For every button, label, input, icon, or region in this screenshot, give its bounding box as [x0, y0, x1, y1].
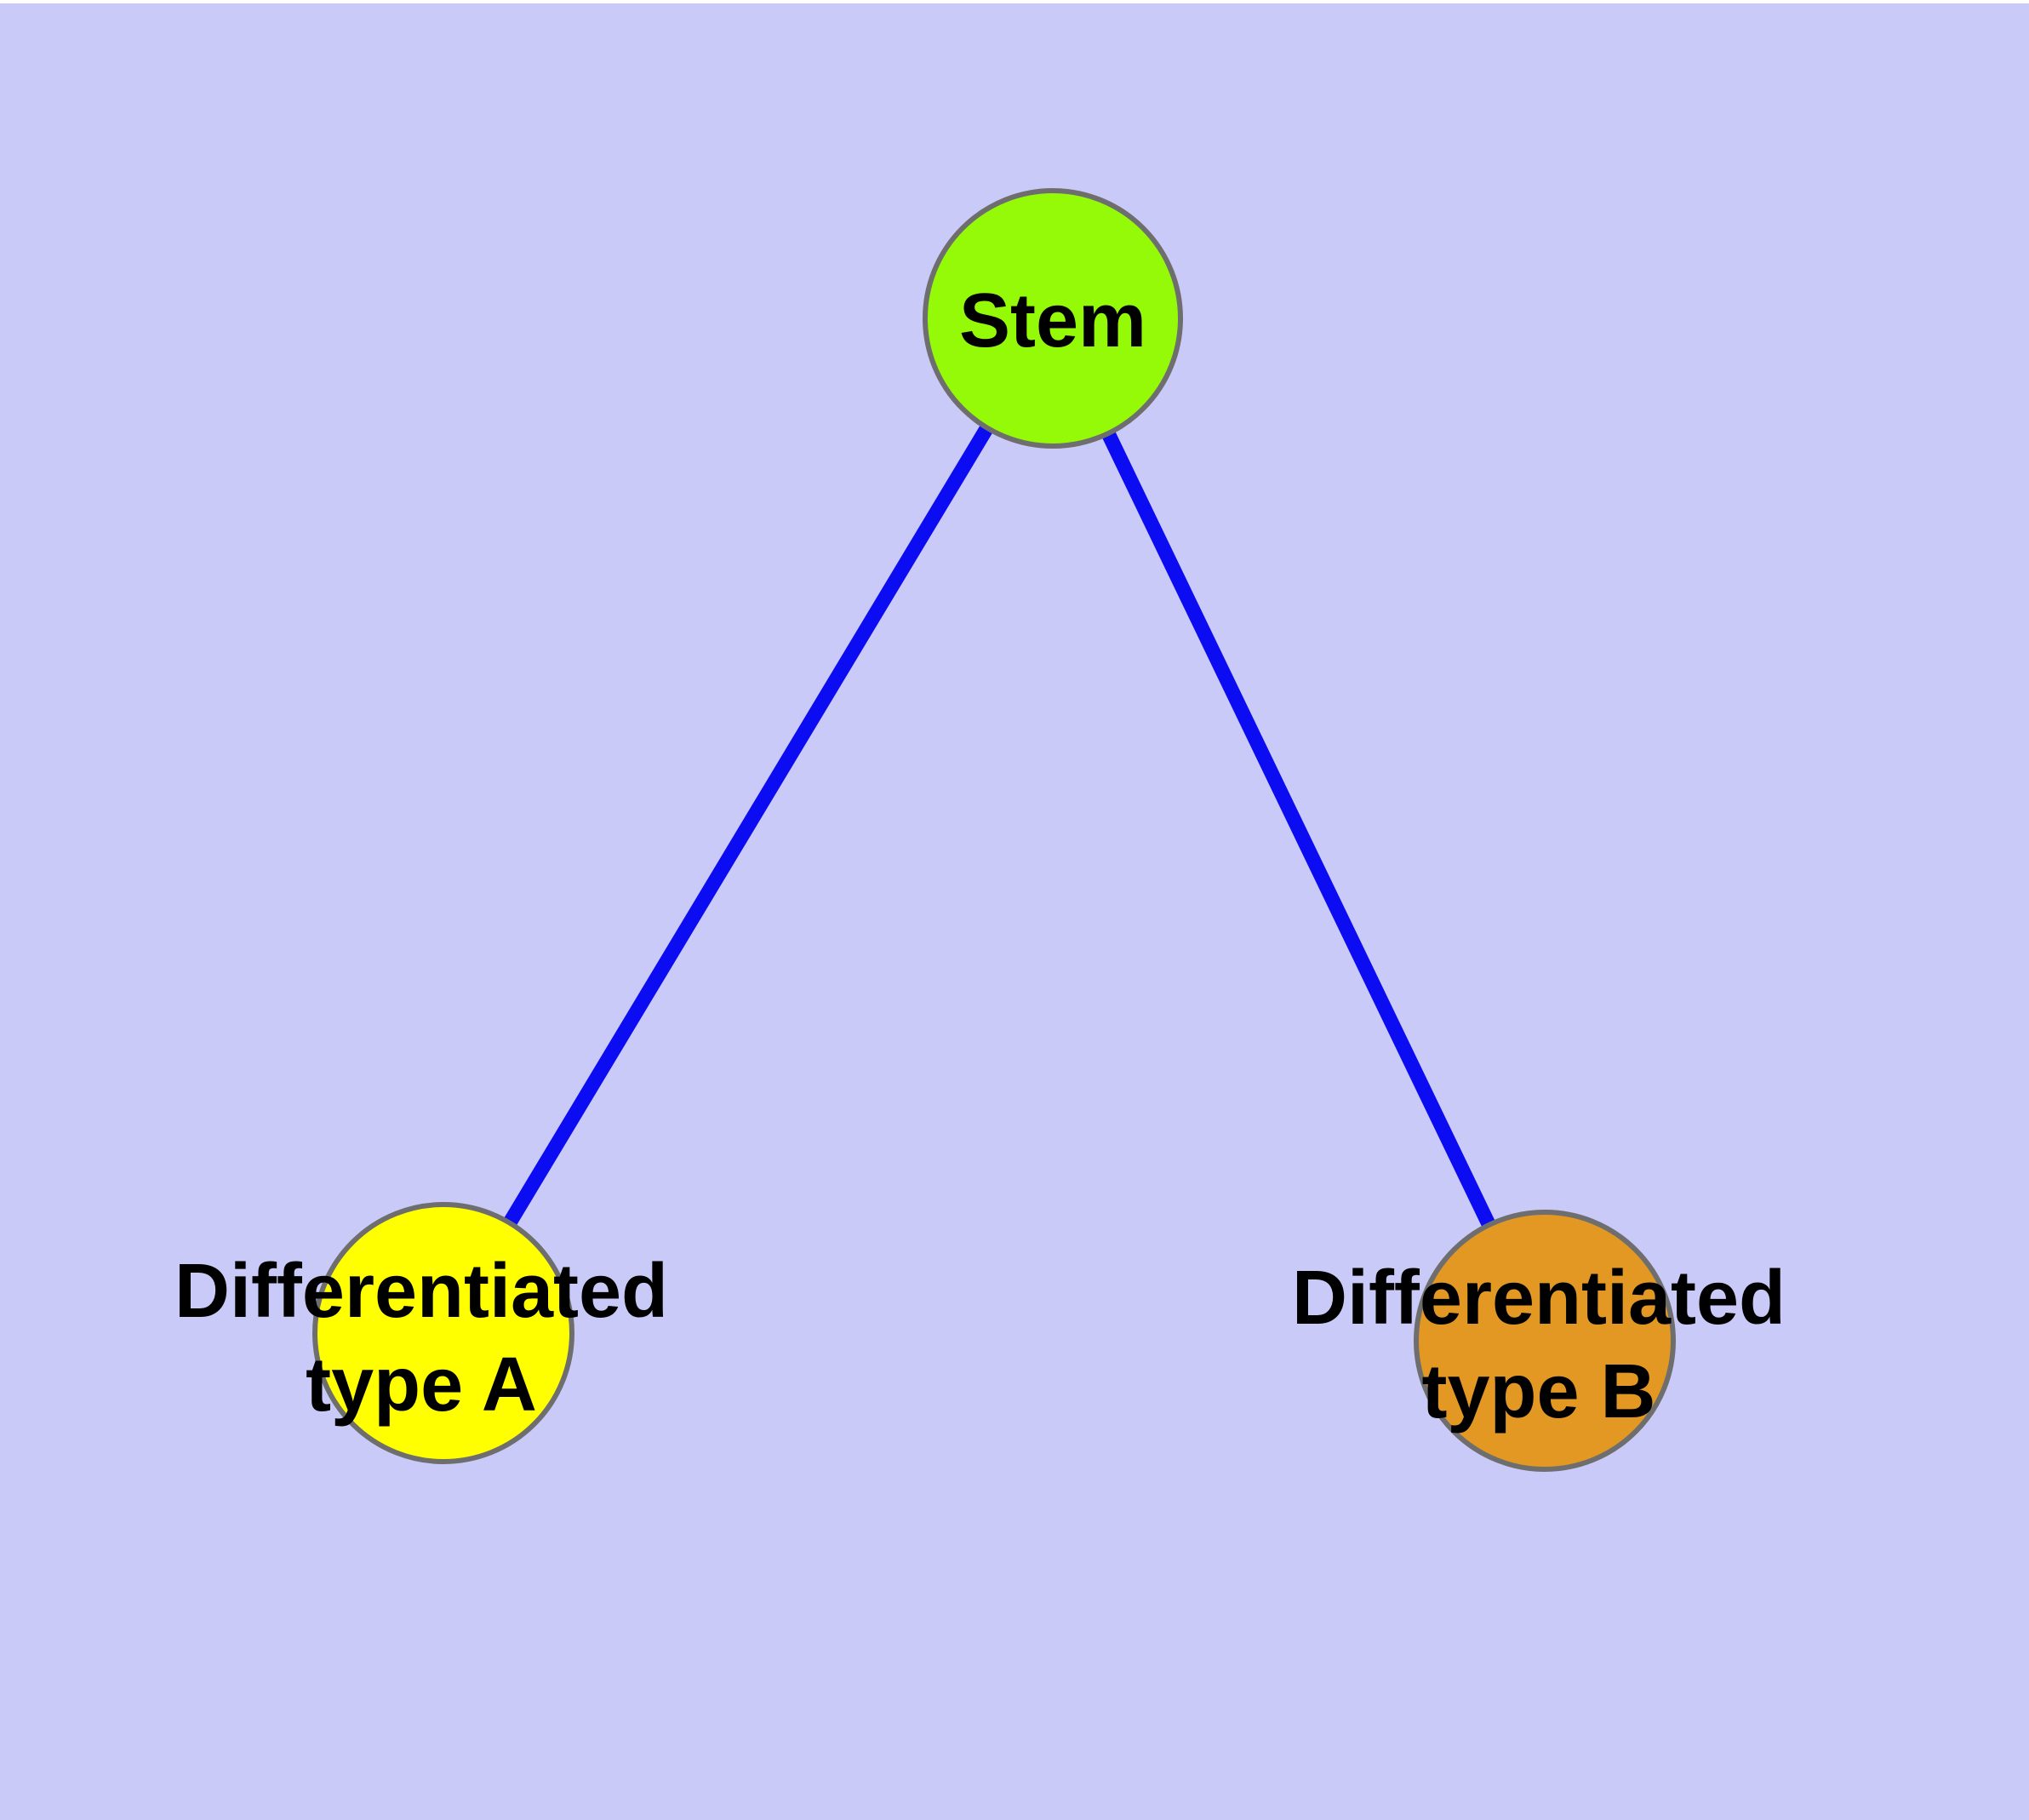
node-stem[interactable]	[923, 188, 1183, 449]
node-differentiated-type-a[interactable]	[312, 1202, 574, 1464]
node-stem-label: Stem	[959, 278, 1146, 363]
edge-stem-to-type-b	[1046, 315, 1552, 1344]
node-type-a-label-line2: type A	[306, 1342, 537, 1428]
node-type-b-label-line1: Differentiated	[1292, 1256, 1786, 1341]
node-type-b-label-line2: type B	[1421, 1349, 1655, 1434]
edge-stem-to-type-a	[437, 314, 1060, 1337]
node-type-a-label-line1: Differentiated	[174, 1249, 668, 1334]
top-edge-artifact	[0, 0, 2029, 3]
node-differentiated-type-b[interactable]	[1414, 1210, 1676, 1472]
